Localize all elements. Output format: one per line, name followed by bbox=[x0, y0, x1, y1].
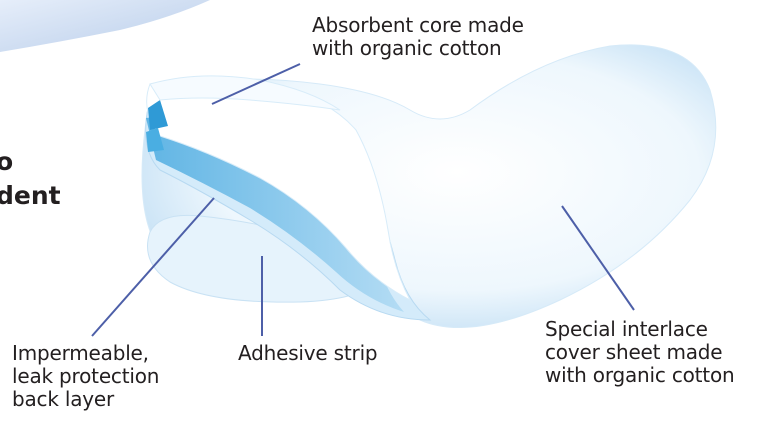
banner-corner bbox=[0, 0, 210, 52]
cutoff-text-line1: o bbox=[0, 148, 13, 176]
label-impermeable: Impermeable, leak protection back layer bbox=[12, 342, 159, 411]
label-absorbent-core: Absorbent core made with organic cotton bbox=[312, 14, 524, 60]
label-adhesive: Adhesive strip bbox=[238, 342, 377, 365]
cutoff-text-line2: dent bbox=[0, 182, 61, 210]
label-cover-sheet: Special interlace cover sheet made with … bbox=[545, 318, 734, 387]
